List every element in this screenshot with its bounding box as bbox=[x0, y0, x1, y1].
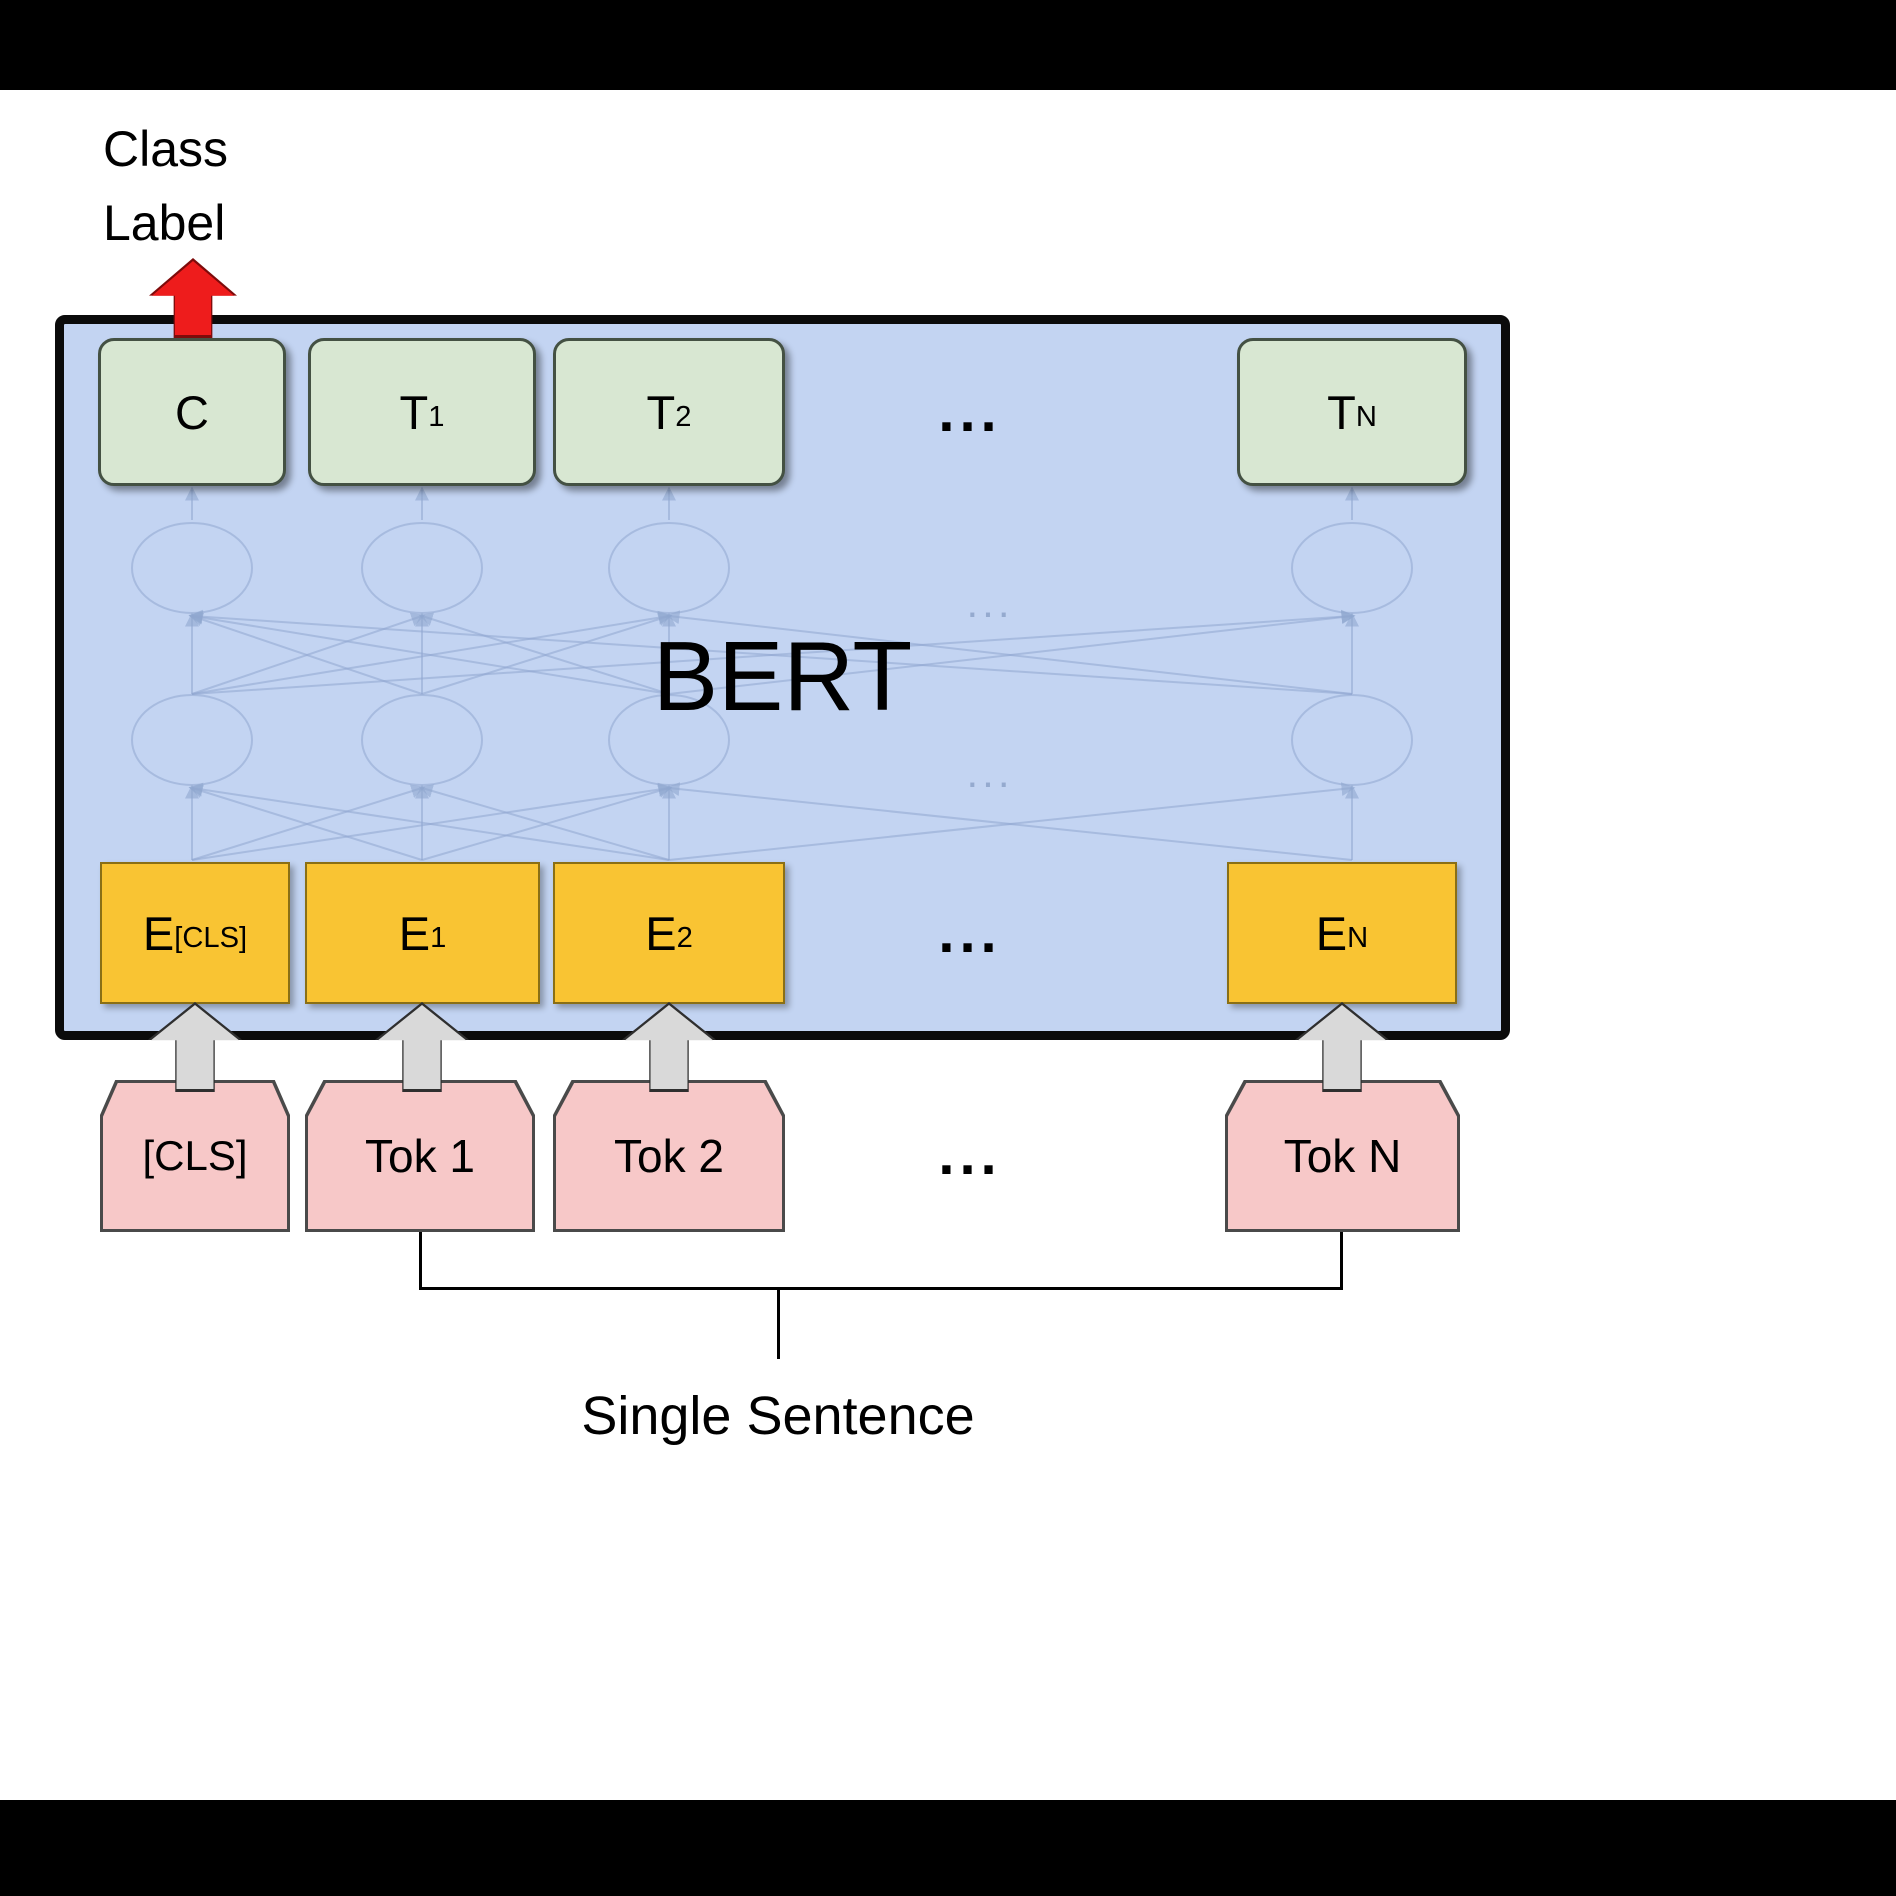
class-label-line2: Label bbox=[103, 195, 226, 251]
output-box-c: C bbox=[98, 338, 286, 486]
input-arrow-tok2-icon bbox=[622, 1002, 716, 1092]
input-arrow-tok1-fill bbox=[378, 1005, 466, 1089]
token-box-cls: [CLS] bbox=[100, 1080, 290, 1232]
bert-title: BERT bbox=[652, 621, 913, 731]
token-box-tokn: Tok N bbox=[1225, 1080, 1460, 1232]
output-box-t1-label: T bbox=[399, 385, 429, 439]
bracket-left-stub bbox=[419, 1232, 422, 1290]
bottom-letterbox-bar bbox=[0, 1800, 1896, 1896]
class-label-arrow-fill bbox=[152, 261, 234, 335]
output-box-t2-label: T bbox=[646, 385, 676, 439]
token-box-tok1-label: Tok 1 bbox=[308, 1083, 532, 1229]
embedding-box-en-label: E bbox=[1315, 906, 1348, 960]
embeddings-ellipsis: ... bbox=[938, 900, 1002, 965]
embedding-box-e2-label: E bbox=[645, 906, 677, 960]
input-arrow-tokn-fill bbox=[1298, 1005, 1386, 1089]
token-box-tok2: Tok 2 bbox=[553, 1080, 785, 1232]
input-arrow-tok2-fill bbox=[625, 1005, 713, 1089]
token-box-tokn-label: Tok N bbox=[1228, 1083, 1457, 1229]
output-box-c-label: C bbox=[175, 385, 209, 439]
input-arrow-cls-fill bbox=[151, 1005, 239, 1089]
class-label: Class Label bbox=[103, 112, 228, 260]
sentence-caption: Single Sentence bbox=[581, 1386, 975, 1446]
embedding-box-cls: E[CLS] bbox=[100, 862, 290, 1004]
embedding-box-e1-label: E bbox=[398, 906, 431, 960]
outputs-ellipsis: ... bbox=[938, 379, 1002, 444]
input-arrow-tokn-icon bbox=[1295, 1002, 1389, 1092]
class-label-arrow-icon bbox=[149, 258, 237, 338]
output-box-tn-label: T bbox=[1327, 385, 1356, 439]
class-label-line1: Class bbox=[103, 121, 229, 177]
token-box-cls-label: [CLS] bbox=[103, 1083, 287, 1229]
top-letterbox-bar bbox=[0, 0, 1896, 90]
network-ellipsis-bottom: ... bbox=[966, 749, 1014, 796]
embedding-box-cls-label: E bbox=[142, 906, 175, 960]
token-box-tok1: Tok 1 bbox=[305, 1080, 535, 1232]
bracket-stem bbox=[777, 1287, 780, 1359]
bracket-right-stub bbox=[1340, 1232, 1343, 1290]
input-arrow-cls-icon bbox=[148, 1002, 242, 1092]
bracket-horizontal bbox=[419, 1287, 1343, 1290]
tokens-ellipsis: ... bbox=[938, 1122, 1002, 1187]
input-arrow-tok1-icon bbox=[375, 1002, 469, 1092]
token-box-tok2-label: Tok 2 bbox=[556, 1083, 782, 1229]
